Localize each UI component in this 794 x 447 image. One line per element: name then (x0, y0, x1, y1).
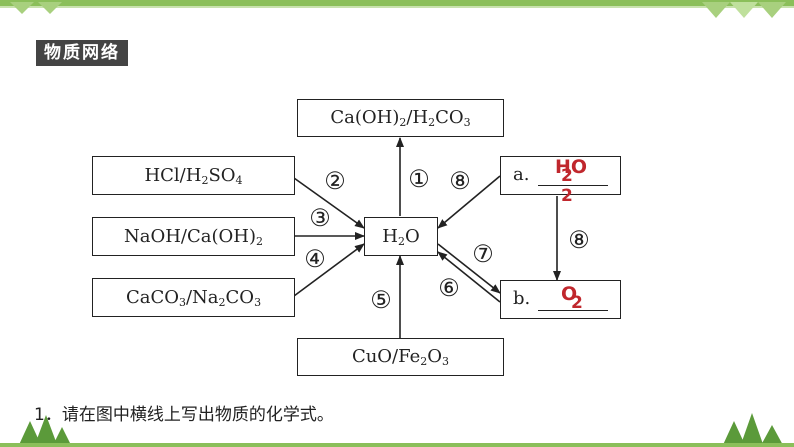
box-a (500, 156, 621, 195)
leaf-decoration-left (10, 2, 62, 14)
label-4: ④ (302, 245, 328, 273)
arrow-6 (437, 243, 501, 294)
answer-b-sub: 2 (571, 293, 583, 313)
box-cuo-fe2o3: CuO/Fe2O3 (297, 338, 504, 376)
box-naoh-caoh2: NaOH/Ca(OH)2 (92, 217, 295, 256)
top-accent-bar (0, 0, 794, 6)
leaf-decoration-right (702, 2, 786, 18)
box-a-prefix: a. (513, 164, 530, 185)
box-caco3-na2co3: CaCO3/Na2CO3 (92, 278, 295, 317)
answer-a-sub: 2 2 (561, 166, 573, 206)
box-caco3-na2co3-label: CaCO3/Na2CO3 (125, 286, 262, 309)
box-b-blank (538, 310, 608, 311)
label-7: ⑦ (470, 240, 496, 268)
label-8-right: ⑧ (566, 226, 592, 254)
label-6: ⑥ (436, 274, 462, 302)
box-caoh2-h2co3: Ca(OH)2/H2CO3 (297, 99, 504, 137)
arrow-8-a-to-h2o (437, 175, 501, 229)
label-3: ③ (307, 204, 333, 232)
question-text: 1．请在图中横线上写出物质的化学式。 (34, 405, 334, 425)
box-h2o: H2O (364, 217, 438, 256)
box-naoh-caoh2-label: NaOH/Ca(OH)2 (123, 225, 263, 248)
box-caoh2-h2co3-label: Ca(OH)2/H2CO3 (330, 107, 471, 129)
tree-decoration (0, 413, 794, 447)
label-2: ② (322, 167, 348, 195)
arrow-4 (293, 243, 365, 297)
top-accent-line (0, 6, 794, 8)
answer-a-main: HO (555, 156, 588, 178)
box-b-prefix: b. (513, 288, 531, 309)
label-8-top: ⑧ (447, 167, 473, 195)
arrow-7 (437, 251, 501, 303)
label-5: ⑤ (368, 286, 394, 314)
box-hcl-h2so4-label: HCl/H2SO4 (144, 164, 243, 187)
box-b (500, 280, 621, 319)
arrow-2 (293, 177, 365, 229)
section-title: 物质网络 (36, 40, 128, 66)
answer-b-main: O (561, 283, 578, 305)
box-hcl-h2so4: HCl/H2SO4 (92, 156, 295, 195)
box-a-blank (538, 185, 608, 186)
box-cuo-fe2o3-label: CuO/Fe2O3 (351, 346, 450, 368)
label-1: ① (406, 165, 432, 193)
box-h2o-label: H2O (382, 225, 420, 248)
